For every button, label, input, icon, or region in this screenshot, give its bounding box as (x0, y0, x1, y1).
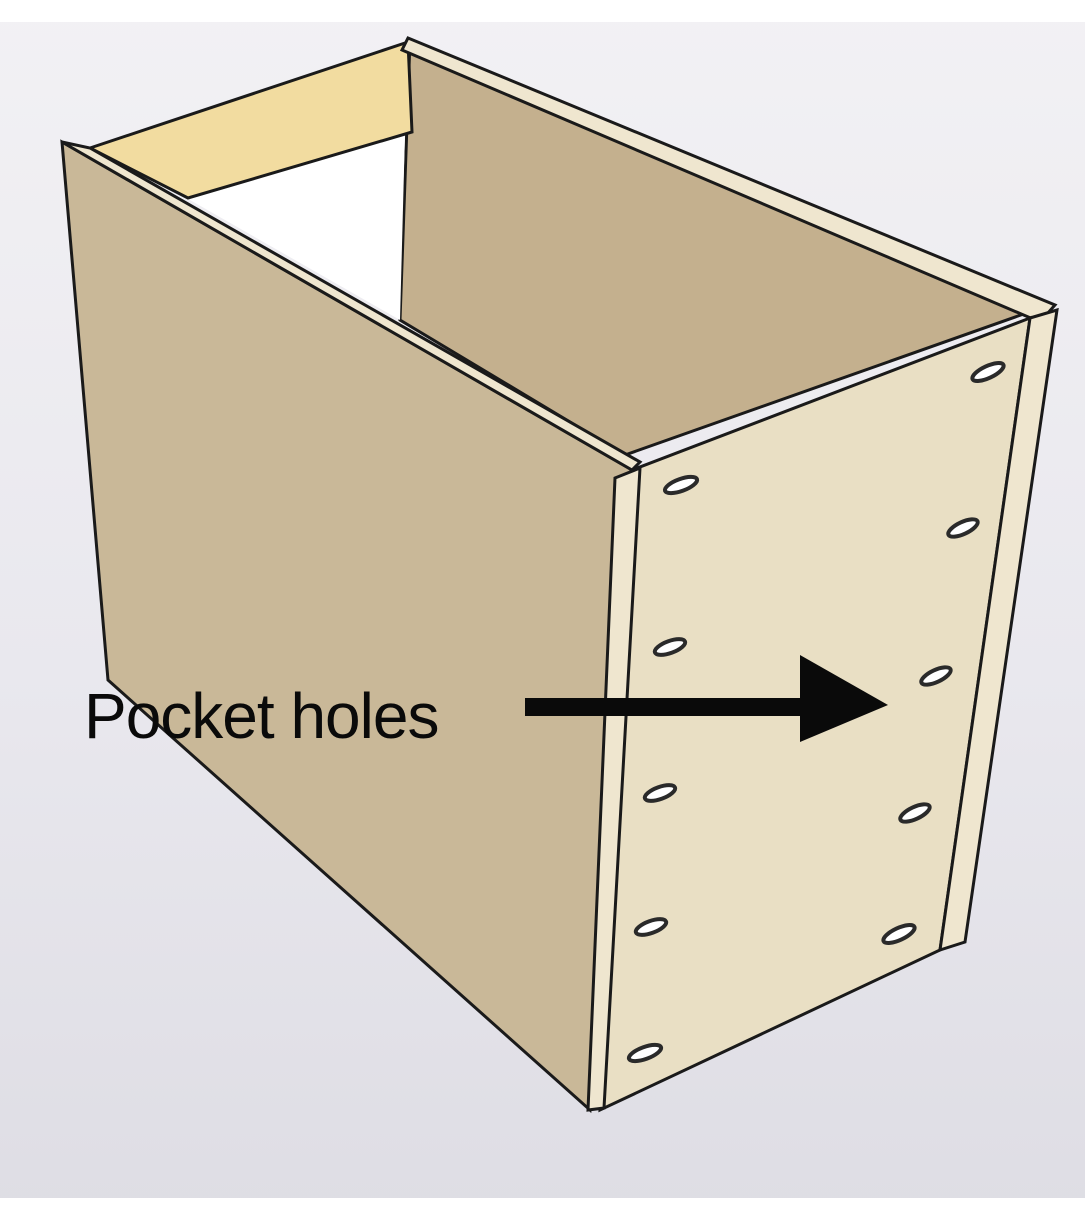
pocket-hole (919, 665, 953, 687)
pocket-hole (970, 360, 1006, 384)
pocket-hole (946, 517, 980, 539)
top-rail-back (86, 39, 414, 200)
callout-label: Pocket holes (84, 680, 439, 752)
left-panel-top-edge (61, 140, 643, 472)
end-panel-left-edge (586, 465, 642, 1112)
pocket-hole (633, 917, 669, 937)
back-opening (190, 132, 405, 320)
photo-border-top (0, 0, 1085, 22)
pocket-hole (642, 783, 678, 803)
pocket-holes-right-column (881, 360, 1006, 946)
pocket-hole (652, 637, 688, 657)
pocket-hole (626, 1042, 664, 1064)
end-panel-right-edge (938, 307, 1059, 953)
photo-border-bottom (0, 1198, 1085, 1220)
pocket-hole (898, 802, 932, 824)
pocket-holes-left-column (626, 474, 700, 1064)
arrow-right-icon (525, 655, 888, 742)
pocket-hole (881, 922, 917, 946)
pocket-hole (662, 474, 700, 496)
